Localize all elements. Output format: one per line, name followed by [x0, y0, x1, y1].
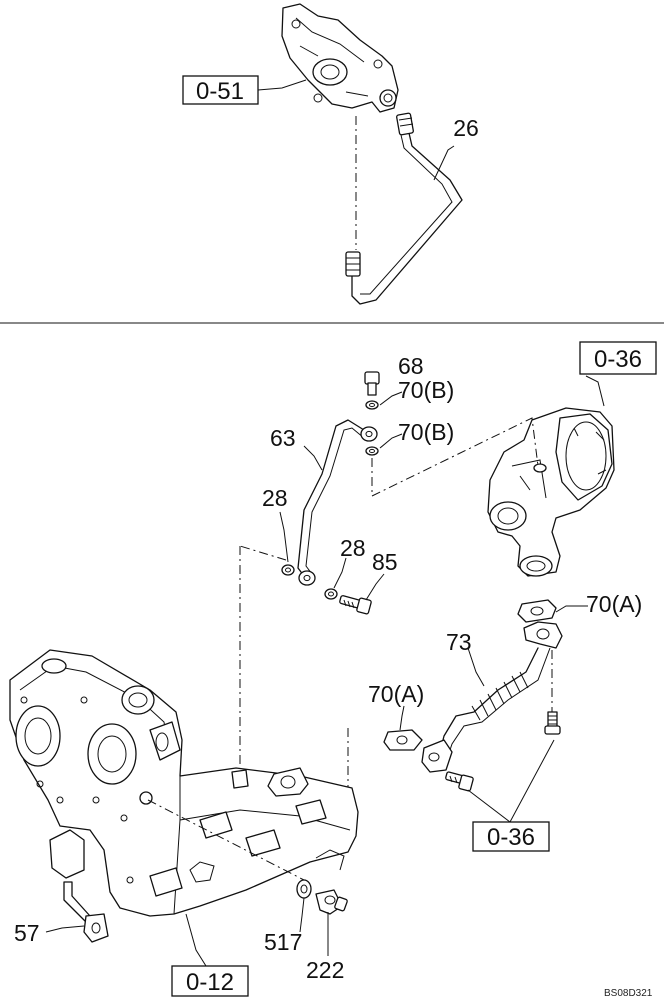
bolt-hose-left — [445, 771, 474, 792]
ref-box-0-51 — [182, 75, 259, 105]
ref-box-0-12 — [171, 965, 249, 997]
label-70b-1: 70(B) — [398, 377, 454, 403]
washers-28 — [281, 564, 338, 600]
oil-feed-pipe-63 — [297, 419, 378, 586]
oil-jet-57 — [63, 881, 109, 943]
ref-0-51: 0-51 — [196, 78, 244, 105]
label-70a-2: 70(A) — [368, 681, 424, 707]
label-57: 57 — [14, 920, 40, 946]
label-26: 26 — [453, 115, 479, 141]
ref-box-0-36-bottom — [472, 821, 550, 852]
oil-filter-bracket — [281, 3, 399, 113]
plug-222 — [315, 889, 348, 915]
label-63: 63 — [270, 425, 296, 451]
bolt-68 — [364, 371, 380, 396]
ref-box-0-36-top — [579, 341, 657, 375]
drawing-code: BS08D321 — [604, 988, 653, 999]
label-28-2: 28 — [340, 535, 366, 561]
label-85: 85 — [372, 549, 398, 575]
washer-517 — [296, 879, 312, 899]
ref-0-36-bottom: 0-36 — [487, 824, 535, 851]
gasket-70a-turbo — [517, 599, 557, 623]
label-70a-1: 70(A) — [586, 591, 642, 617]
label-70b-2: 70(B) — [398, 419, 454, 445]
banjo-bolt-85 — [339, 595, 372, 615]
label-68: 68 — [398, 353, 424, 379]
leader-left-vertical — [239, 546, 248, 781]
gasket-70a-block — [383, 729, 423, 751]
oil-pipe-26 — [345, 112, 463, 305]
leader-70b-to-turbo — [371, 417, 539, 497]
label-517: 517 — [264, 929, 302, 955]
washers-70b — [365, 400, 379, 456]
leader-left-diagonal — [239, 545, 287, 561]
leader-block-to-517 — [147, 799, 305, 881]
bolt-hose-right — [544, 711, 561, 735]
label-222: 222 — [306, 957, 344, 983]
ref-0-36-top: 0-36 — [594, 346, 642, 373]
ref-0-12: 0-12 — [186, 969, 234, 996]
turbocharger — [487, 407, 615, 577]
label-28-1: 28 — [262, 485, 288, 511]
label-73: 73 — [446, 629, 472, 655]
oil-return-hose-73 — [421, 621, 563, 773]
cylinder-block — [9, 649, 359, 917]
